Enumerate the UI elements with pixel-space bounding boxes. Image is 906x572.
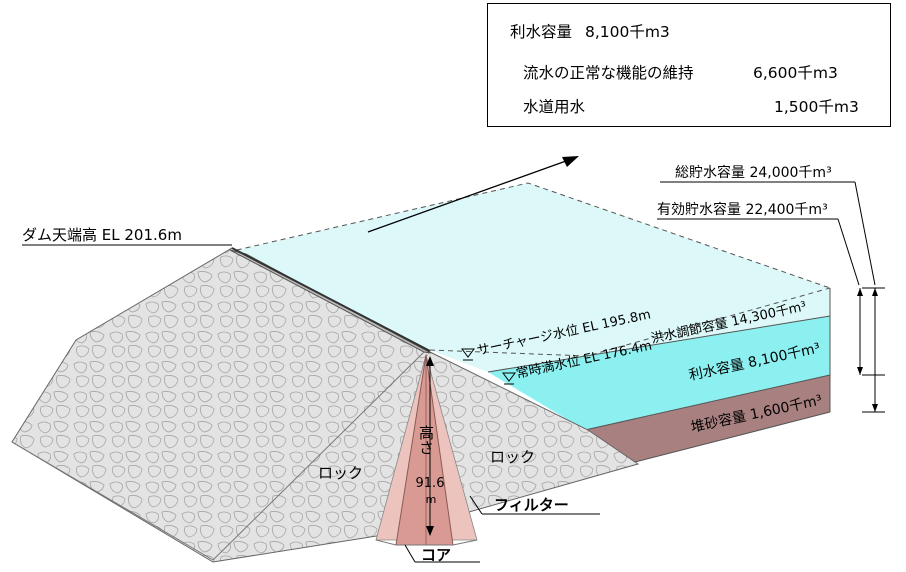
sediment-zone [585, 375, 830, 462]
filter-label: フィルター [494, 496, 569, 514]
flood-control-zone [225, 183, 830, 372]
pointer-arrow [367, 160, 567, 233]
height-unit-label: m [426, 493, 437, 506]
normal-level-marker [502, 372, 516, 385]
capacity-breakdown-box: 利水容量 8,100千m3 流水の正常な機能の維持 6,600千m3 水道用水 … [487, 3, 891, 127]
water-use-zone [488, 316, 830, 430]
height-word-label: 高さ [417, 425, 435, 455]
normal-level-line [487, 315, 831, 373]
capacity-row: 流水の正常な機能の維持 [523, 61, 694, 83]
capacity-row-value: 6,600千m3 [753, 64, 838, 82]
capacity-row-value: 1,500千m3 [774, 98, 859, 116]
rock-right-label: ロック [490, 448, 535, 466]
height-value-label: 91.6 [416, 476, 445, 491]
surcharge-level-marker [461, 348, 475, 361]
total-storage-label: 総貯水容量 24,000千m³ [675, 164, 832, 181]
crest-label: ダム天端高 EL 201.6m [22, 226, 182, 244]
capacity-title-value: 8,100千m3 [584, 23, 670, 41]
capacity-row-label: 水道用水 [523, 98, 586, 116]
effective-storage-label: 有効貯水容量 22,400千m³ [657, 201, 828, 218]
capacity-row: 水道用水 [523, 95, 585, 117]
core-label: コア [421, 546, 451, 564]
capacity-box-title: 利水容量 8,100千m3 [510, 20, 670, 42]
capacity-row-label: 流水の正常な機能の維持 [523, 64, 694, 82]
capacity-title-label: 利水容量 [510, 23, 573, 41]
rock-left-label: ロック [318, 464, 363, 482]
